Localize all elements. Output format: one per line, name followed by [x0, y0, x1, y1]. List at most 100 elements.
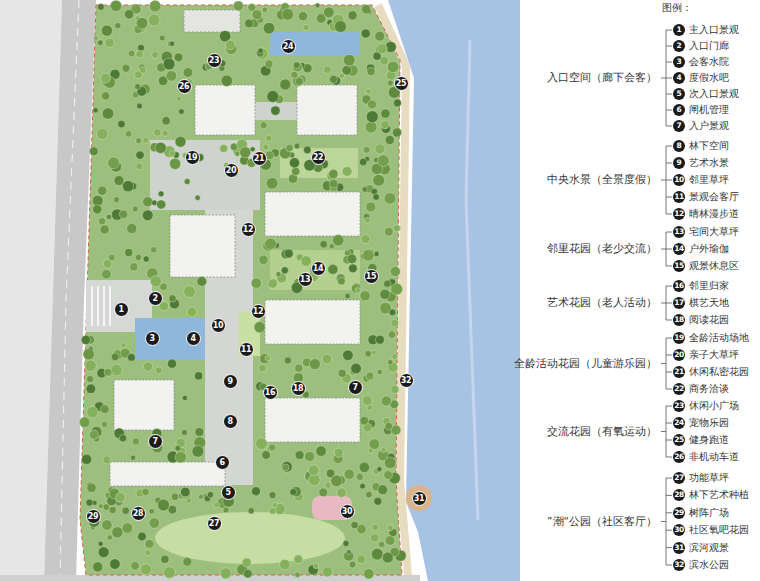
- legend-text: 观景休息区: [689, 259, 739, 273]
- tree: [280, 79, 291, 90]
- tree: [135, 254, 141, 260]
- tree: [294, 555, 303, 564]
- tree: [366, 111, 378, 123]
- tree: [260, 354, 270, 364]
- tree: [220, 145, 228, 153]
- tree: [324, 66, 332, 74]
- bracket-line: [661, 78, 666, 79]
- legend-text: 宅间大草坪: [689, 225, 739, 239]
- tree: [122, 64, 130, 72]
- tree: [93, 205, 102, 214]
- tree: [360, 483, 366, 489]
- tree: [334, 448, 343, 457]
- tree: [351, 521, 358, 528]
- legend-number: 19: [673, 332, 685, 344]
- bracket-line: [666, 146, 672, 147]
- legend-number: 6: [673, 104, 685, 116]
- tree: [92, 195, 103, 206]
- tree: [377, 369, 382, 374]
- tree: [89, 430, 98, 439]
- tree: [323, 7, 334, 18]
- tree: [281, 267, 288, 274]
- tree: [207, 492, 213, 498]
- tree: [384, 227, 393, 236]
- tree: [155, 367, 162, 374]
- legend-number: 32: [673, 559, 685, 571]
- tree: [110, 0, 121, 11]
- tree: [197, 277, 207, 287]
- tree: [356, 473, 363, 480]
- tree: [309, 359, 320, 370]
- tree: [293, 62, 300, 69]
- tree: [85, 360, 96, 371]
- tree: [343, 54, 355, 66]
- callout-number: 25: [394, 76, 409, 91]
- tree: [136, 163, 143, 170]
- tree: [366, 89, 371, 94]
- tree: [161, 555, 169, 563]
- tree: [271, 106, 280, 115]
- tree: [361, 235, 370, 244]
- callout-number: 21: [252, 151, 267, 166]
- tree: [391, 385, 399, 393]
- tree: [132, 438, 139, 445]
- tree: [127, 354, 135, 362]
- tree: [329, 244, 334, 249]
- tree: [149, 518, 160, 529]
- tree: [163, 58, 175, 70]
- legend-number: 9: [673, 157, 685, 169]
- tree: [282, 461, 293, 472]
- tree: [101, 92, 109, 100]
- tree: [362, 187, 368, 193]
- legend-text: 商务洽谈: [689, 382, 729, 396]
- callout-number: 9: [223, 374, 238, 389]
- tree: [325, 482, 331, 488]
- tree: [291, 71, 298, 78]
- legend-text: 滨水公园: [689, 558, 729, 572]
- bracket-line: [666, 320, 672, 321]
- tree: [368, 448, 373, 453]
- tree: [79, 417, 90, 428]
- tree: [284, 249, 293, 258]
- tree: [316, 446, 327, 457]
- tree: [143, 197, 153, 207]
- group-title: ”潮“公园（社区客厅）: [547, 515, 657, 529]
- callout-number: 20: [224, 163, 239, 178]
- tree: [338, 369, 346, 377]
- tree: [364, 569, 374, 579]
- tree: [355, 288, 361, 294]
- group-title: 交流花园（有氧运动）: [547, 425, 657, 439]
- tree: [301, 256, 311, 266]
- tree: [87, 483, 96, 492]
- tree: [269, 492, 276, 499]
- tree: [169, 151, 175, 157]
- tree: [103, 260, 112, 269]
- tree: [257, 48, 268, 59]
- tree: [303, 24, 309, 30]
- legend-text: 入户景观: [689, 119, 729, 133]
- tree: [342, 167, 352, 177]
- tree: [143, 256, 149, 262]
- tree: [100, 405, 109, 414]
- bracket-line: [666, 530, 672, 531]
- tree: [83, 349, 94, 360]
- tree: [184, 179, 190, 185]
- tree: [351, 363, 362, 374]
- tree: [263, 144, 269, 150]
- legend-text: 休闲私密花园: [689, 365, 749, 379]
- tree: [346, 549, 351, 554]
- legend-number: 20: [673, 349, 685, 361]
- tree: [290, 488, 297, 495]
- tree: [363, 146, 370, 153]
- tree: [112, 527, 123, 538]
- bracket-line: [666, 197, 672, 198]
- tree: [181, 487, 191, 497]
- tree: [223, 507, 229, 513]
- bracket-line: [666, 94, 672, 95]
- legend-number: 17: [673, 297, 685, 309]
- tree: [343, 350, 354, 361]
- tree: [293, 62, 303, 72]
- callout-number: 8: [223, 414, 238, 429]
- tree: [381, 447, 386, 452]
